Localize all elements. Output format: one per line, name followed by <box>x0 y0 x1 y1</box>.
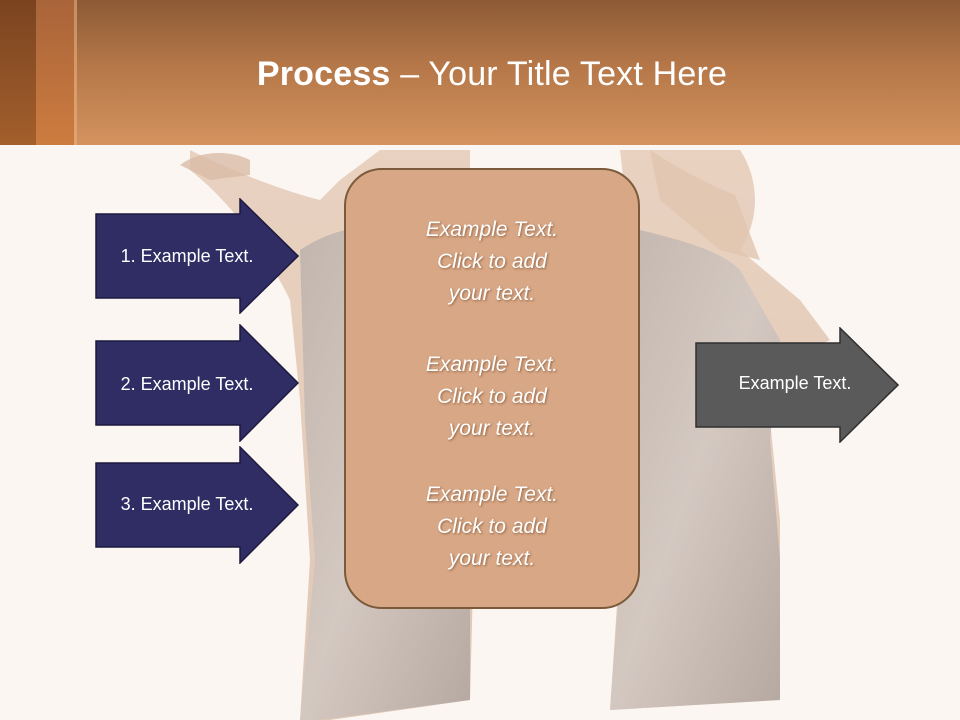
center-paragraph-2: Example Text. Click to add your text. <box>425 353 559 440</box>
output-arrow[interactable]: Example Text. <box>695 327 899 443</box>
title-banner <box>0 0 960 145</box>
arrow-shape <box>95 446 299 564</box>
arrow-shape <box>695 327 899 443</box>
input-arrow-label: 2. Example Text. <box>120 374 254 394</box>
input-arrow-label: 3. Example Text. <box>120 494 254 514</box>
banner-stripe <box>74 0 77 145</box>
input-arrow-3[interactable]: 3. Example Text. <box>95 446 299 564</box>
output-arrow-label: Example Text. <box>738 373 852 393</box>
center-process-box[interactable]: Example Text. Click to add your text. Ex… <box>344 168 640 609</box>
arrow-shape <box>95 324 299 442</box>
input-arrow-1[interactable]: 1. Example Text. <box>95 198 299 314</box>
banner-stripe <box>0 0 36 145</box>
title-rest: – Your Title Text Here <box>390 55 728 93</box>
center-paragraph-1: Example Text. Click to add your text. <box>425 218 559 305</box>
title-bold: Process <box>256 55 391 93</box>
input-arrow-2[interactable]: 2. Example Text. <box>95 324 299 442</box>
center-paragraph-3: Example Text. Click to add your text. <box>425 483 559 570</box>
input-arrow-label: 1. Example Text. <box>120 246 254 266</box>
banner-stripe <box>36 0 74 145</box>
arrow-shape <box>95 198 299 314</box>
slide-title[interactable]: Process – Your Title Text Here <box>0 52 960 96</box>
